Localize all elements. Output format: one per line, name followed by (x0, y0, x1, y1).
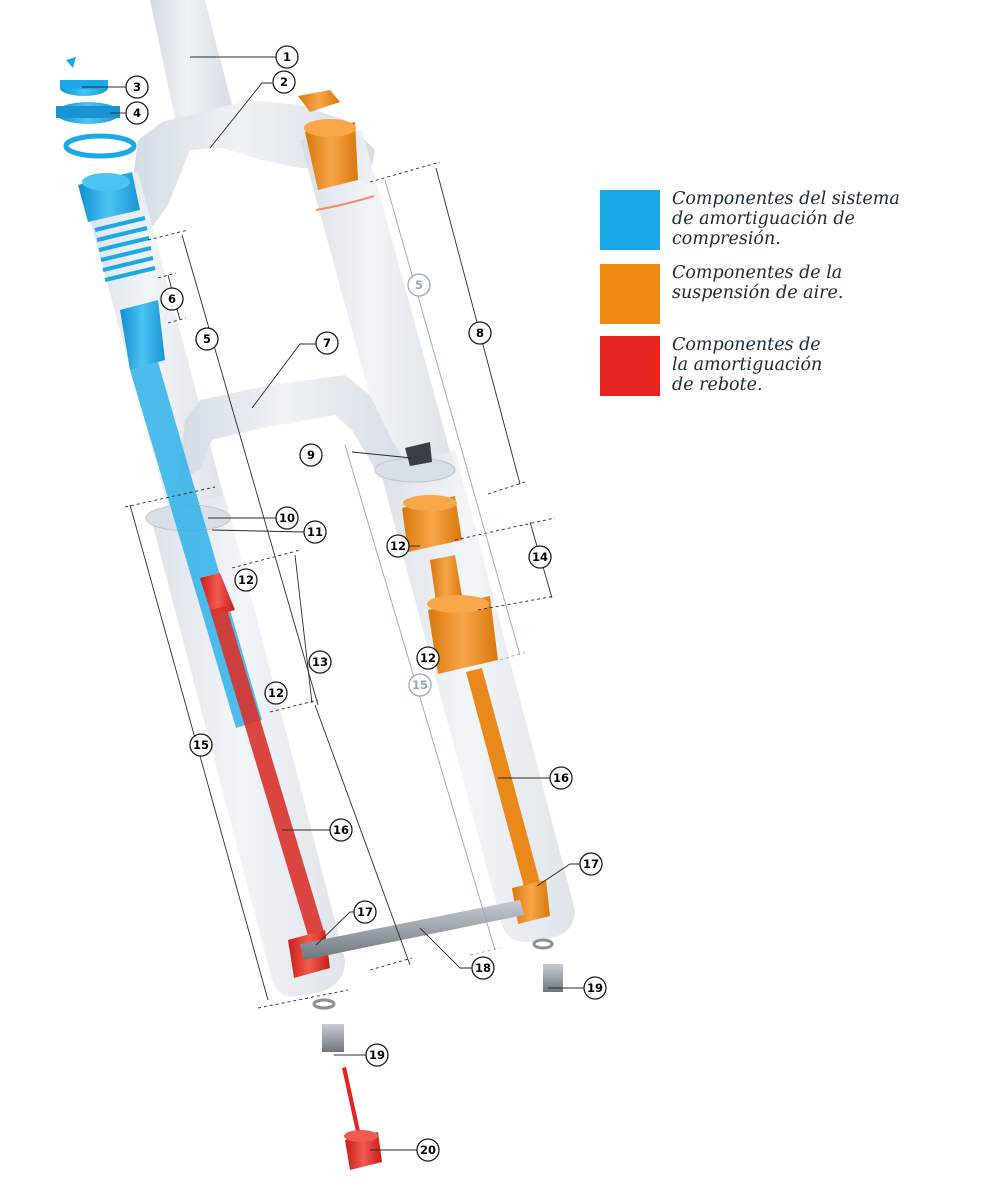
callout-9: 9 (299, 443, 323, 467)
washer-left (312, 998, 336, 1010)
callout-19a-label: 19 (587, 981, 603, 995)
callout-5a-label: 5 (203, 332, 211, 346)
callouts: 1 2 3 4 5 5 6 7 8 9 10 11 12 12 12 12 13… (125, 45, 607, 1162)
callout-12d-label: 12 (268, 686, 284, 700)
callout-15b-label: 15 (412, 678, 428, 692)
top-out-clip (405, 442, 432, 466)
legend-label-air: Componentes de la suspensión de aire. (672, 263, 844, 303)
red-shaft (210, 606, 328, 949)
legend-label-compression: Componentes del sistema de amortiguación… (672, 189, 900, 249)
callout-14: 14 (528, 545, 552, 569)
callout-7: 7 (315, 331, 339, 355)
callout-17b-label: 17 (583, 857, 599, 871)
callout-15a-label: 15 (193, 738, 209, 752)
ghost-dimension-lines (344, 179, 526, 956)
steerer-tube (150, 0, 232, 128)
bolt-right (543, 964, 563, 992)
red-piston (200, 573, 235, 616)
callout-8: 8 (468, 321, 492, 345)
callout-19b: 19 (365, 1043, 389, 1067)
legend-item-air: Componentes de la suspensión de aire. (600, 263, 922, 324)
callout-8-label: 8 (476, 326, 484, 340)
callout-3-label: 3 (133, 80, 141, 94)
callout-15b: 15 (408, 673, 432, 697)
blue-cap-bolt (66, 57, 76, 68)
callout-17a-label: 17 (357, 905, 373, 919)
callout-12c: 12 (416, 646, 440, 670)
blue-cartridge (120, 300, 165, 370)
legend-label-rebound: Componentes de la amortiguación de rebot… (672, 335, 823, 395)
callout-16b: 16 (549, 766, 573, 790)
callout-18-label: 18 (475, 961, 491, 975)
air-spring (298, 90, 550, 924)
legend-item-rebound: Componentes de la amortiguación de rebot… (600, 335, 922, 396)
callout-20: 20 (416, 1138, 440, 1162)
callout-6: 6 (160, 287, 184, 311)
callout-5b-label: 5 (415, 278, 423, 292)
orange-neck (430, 555, 462, 602)
callout-12c-label: 12 (420, 651, 436, 665)
callout-19a: 19 (583, 976, 607, 1000)
red-knob-rod (342, 1067, 362, 1141)
callout-5a: 5 (195, 327, 219, 351)
blue-spring (94, 216, 156, 282)
callout-20-label: 20 (420, 1143, 436, 1157)
callout-3: 3 (125, 75, 149, 99)
orange-negative-chamber (428, 596, 498, 674)
callout-13-label: 13 (312, 655, 328, 669)
callout-1: 1 (275, 45, 299, 69)
callout-12a: 12 (386, 534, 410, 558)
callout-7-label: 7 (323, 336, 331, 350)
fork-arch (178, 375, 410, 480)
callout-5b: 5 (407, 273, 431, 297)
legend-swatch-rebound (600, 336, 660, 396)
legend-item-compression: Componentes del sistema de amortiguación… (600, 189, 922, 250)
callout-12a-label: 12 (390, 539, 406, 553)
air-ring (315, 195, 375, 211)
callout-6-label: 6 (168, 292, 176, 306)
thru-axle (300, 900, 524, 960)
callout-17a: 17 (353, 900, 377, 924)
callout-2-label: 2 (280, 75, 288, 89)
washer-right (532, 938, 554, 950)
callout-1-label: 1 (283, 50, 291, 64)
callout-16a-label: 16 (333, 823, 349, 837)
leader-lines (82, 56, 584, 1151)
hardware (300, 442, 563, 1052)
legend-swatch-compression (600, 190, 660, 250)
bolt-left (322, 1024, 344, 1052)
callout-15a: 15 (189, 733, 213, 757)
callout-12b-label: 12 (238, 573, 254, 587)
callout-17b: 17 (579, 852, 603, 876)
callout-10: 10 (275, 506, 299, 530)
callout-12b: 12 (234, 568, 258, 592)
callout-16a: 16 (329, 818, 353, 842)
legend-swatch-air (600, 264, 660, 324)
blue-ring (63, 133, 137, 159)
callout-11: 11 (303, 520, 327, 544)
right-stanchion (300, 130, 455, 488)
callout-9-label: 9 (307, 448, 315, 462)
callout-13: 13 (308, 650, 332, 674)
callout-4-label: 4 (133, 106, 141, 120)
rebound-damper (200, 573, 382, 1170)
callout-10-label: 10 (279, 511, 295, 525)
orange-cap (298, 90, 340, 112)
callout-19b-label: 19 (369, 1048, 385, 1062)
callout-4: 4 (125, 101, 149, 125)
callout-14-label: 14 (532, 550, 548, 564)
callout-18: 18 (471, 956, 495, 980)
callout-16b-label: 16 (553, 771, 569, 785)
callout-2: 2 (272, 70, 296, 94)
callout-12d: 12 (264, 681, 288, 705)
orange-topcap (305, 122, 358, 190)
orange-shaft (466, 668, 542, 894)
callout-11-label: 11 (307, 525, 323, 539)
